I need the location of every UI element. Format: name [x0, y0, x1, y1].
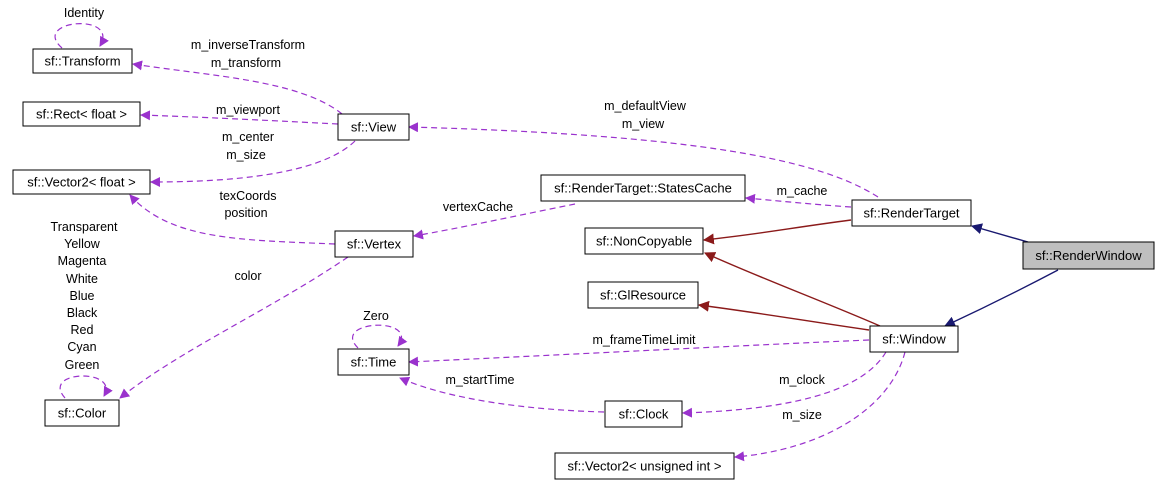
edge-label-inverse-transform: m_inverseTransform: [191, 38, 305, 52]
node-view[interactable]: sf::View: [337, 113, 410, 141]
node-label-time: sf::Time: [351, 355, 397, 370]
edge-label-starttime: m_startTime: [446, 373, 515, 387]
node-label-noncopyable: sf::NonCopyable: [596, 234, 692, 249]
edge-label-green: Green: [65, 358, 100, 372]
node-vector2-unsigned-int[interactable]: sf::Vector2< unsigned int >: [554, 452, 735, 480]
node-label-vector2f: sf::Vector2< float >: [27, 175, 135, 190]
node-label-window: sf::Window: [882, 332, 946, 347]
node-rendertarget[interactable]: sf::RenderTarget: [851, 199, 972, 227]
node-renderwindow[interactable]: sf::RenderWindow: [1022, 241, 1155, 270]
edge-label-transform: m_transform: [211, 56, 281, 70]
edge-label-blue: Blue: [69, 289, 94, 303]
node-vector2-float[interactable]: sf::Vector2< float >: [12, 169, 151, 195]
edge-label-black: Black: [67, 306, 98, 320]
edge-statescache-vertex: [413, 203, 576, 240]
node-clock[interactable]: sf::Clock: [604, 400, 683, 428]
edge-label-white: White: [66, 272, 98, 286]
node-label-vertex: sf::Vertex: [347, 237, 402, 252]
edge-rendertarget-statescache: [745, 193, 852, 208]
edge-label-viewport: m_viewport: [216, 103, 280, 117]
edge-label-cyan: Cyan: [67, 340, 96, 354]
node-label-color: sf::Color: [58, 406, 107, 421]
edge-renderwindow-rendertarget: [970, 223, 1029, 243]
edge-label-texcoords: texCoords: [220, 189, 277, 203]
edge-rendertarget-noncopyable: [702, 219, 852, 245]
edge-label-view: m_view: [622, 117, 665, 131]
node-transform[interactable]: sf::Transform: [32, 48, 133, 74]
edge-time-self: [352, 324, 408, 349]
edge-label-yellow: Yellow: [64, 237, 101, 251]
edge-label-magenta: Magenta: [58, 254, 107, 268]
node-color[interactable]: sf::Color: [44, 399, 120, 427]
edge-identity: [54, 23, 109, 49]
edge-view-vector2f: [150, 140, 356, 187]
edge-view-rect: [140, 110, 339, 125]
edge-vertex-color: [119, 256, 349, 399]
edge-label-center: m_center: [222, 130, 274, 144]
node-statescache[interactable]: sf::RenderTarget::StatesCache: [540, 174, 746, 202]
edge-label-transparent: Transparent: [51, 220, 118, 234]
edge-label-red: Red: [71, 323, 94, 337]
edge-label-size-window: m_size: [782, 408, 822, 422]
edge-window-time: [408, 339, 870, 367]
node-label-renderwindow: sf::RenderWindow: [1035, 248, 1142, 263]
node-label-statescache: sf::RenderTarget::StatesCache: [554, 181, 732, 196]
edge-renderwindow-window: [944, 269, 1059, 327]
edge-window-clock: [682, 351, 887, 418]
node-time[interactable]: sf::Time: [337, 348, 410, 376]
edge-label-clock: m_clock: [779, 373, 826, 387]
node-window[interactable]: sf::Window: [869, 325, 959, 353]
node-label-view: sf::View: [351, 120, 397, 135]
edge-window-glresource: [697, 300, 870, 331]
edge-color-self: [59, 375, 113, 399]
edge-label-color: color: [234, 269, 261, 283]
edge-clock-time: [399, 377, 605, 413]
edge-label-size-view: m_size: [226, 148, 266, 162]
color-constants-list: Transparent Yellow Magenta White Blue Bl…: [51, 220, 118, 372]
edge-label-position: position: [224, 206, 267, 220]
node-rect-float[interactable]: sf::Rect< float >: [22, 101, 141, 127]
edge-rendertarget-view: [408, 122, 879, 198]
node-label-rect: sf::Rect< float >: [36, 107, 127, 122]
node-label-rendertarget: sf::RenderTarget: [863, 206, 959, 221]
edge-vertex-vector2f: [129, 194, 336, 245]
node-label-glresource: sf::GlResource: [600, 288, 686, 303]
node-noncopyable[interactable]: sf::NonCopyable: [584, 227, 704, 255]
edge-window-vector2u: [734, 351, 906, 462]
edge-window-noncopyable: [703, 252, 881, 327]
edge-label-zero: Zero: [363, 309, 389, 323]
edge-label-vertexcache: vertexCache: [443, 200, 513, 214]
edge-label-identity: Identity: [64, 6, 105, 20]
node-label-vector2u: sf::Vector2< unsigned int >: [568, 459, 722, 474]
edge-view-transform: [132, 60, 343, 115]
node-label-clock: sf::Clock: [619, 407, 669, 422]
node-label-transform: sf::Transform: [44, 54, 120, 69]
edge-label-frametimelimit: m_frameTimeLimit: [592, 333, 696, 347]
edge-label-cache: m_cache: [777, 184, 828, 198]
node-glresource[interactable]: sf::GlResource: [587, 281, 699, 309]
edge-label-defaultview: m_defaultView: [604, 99, 687, 113]
node-vertex[interactable]: sf::Vertex: [334, 230, 414, 258]
